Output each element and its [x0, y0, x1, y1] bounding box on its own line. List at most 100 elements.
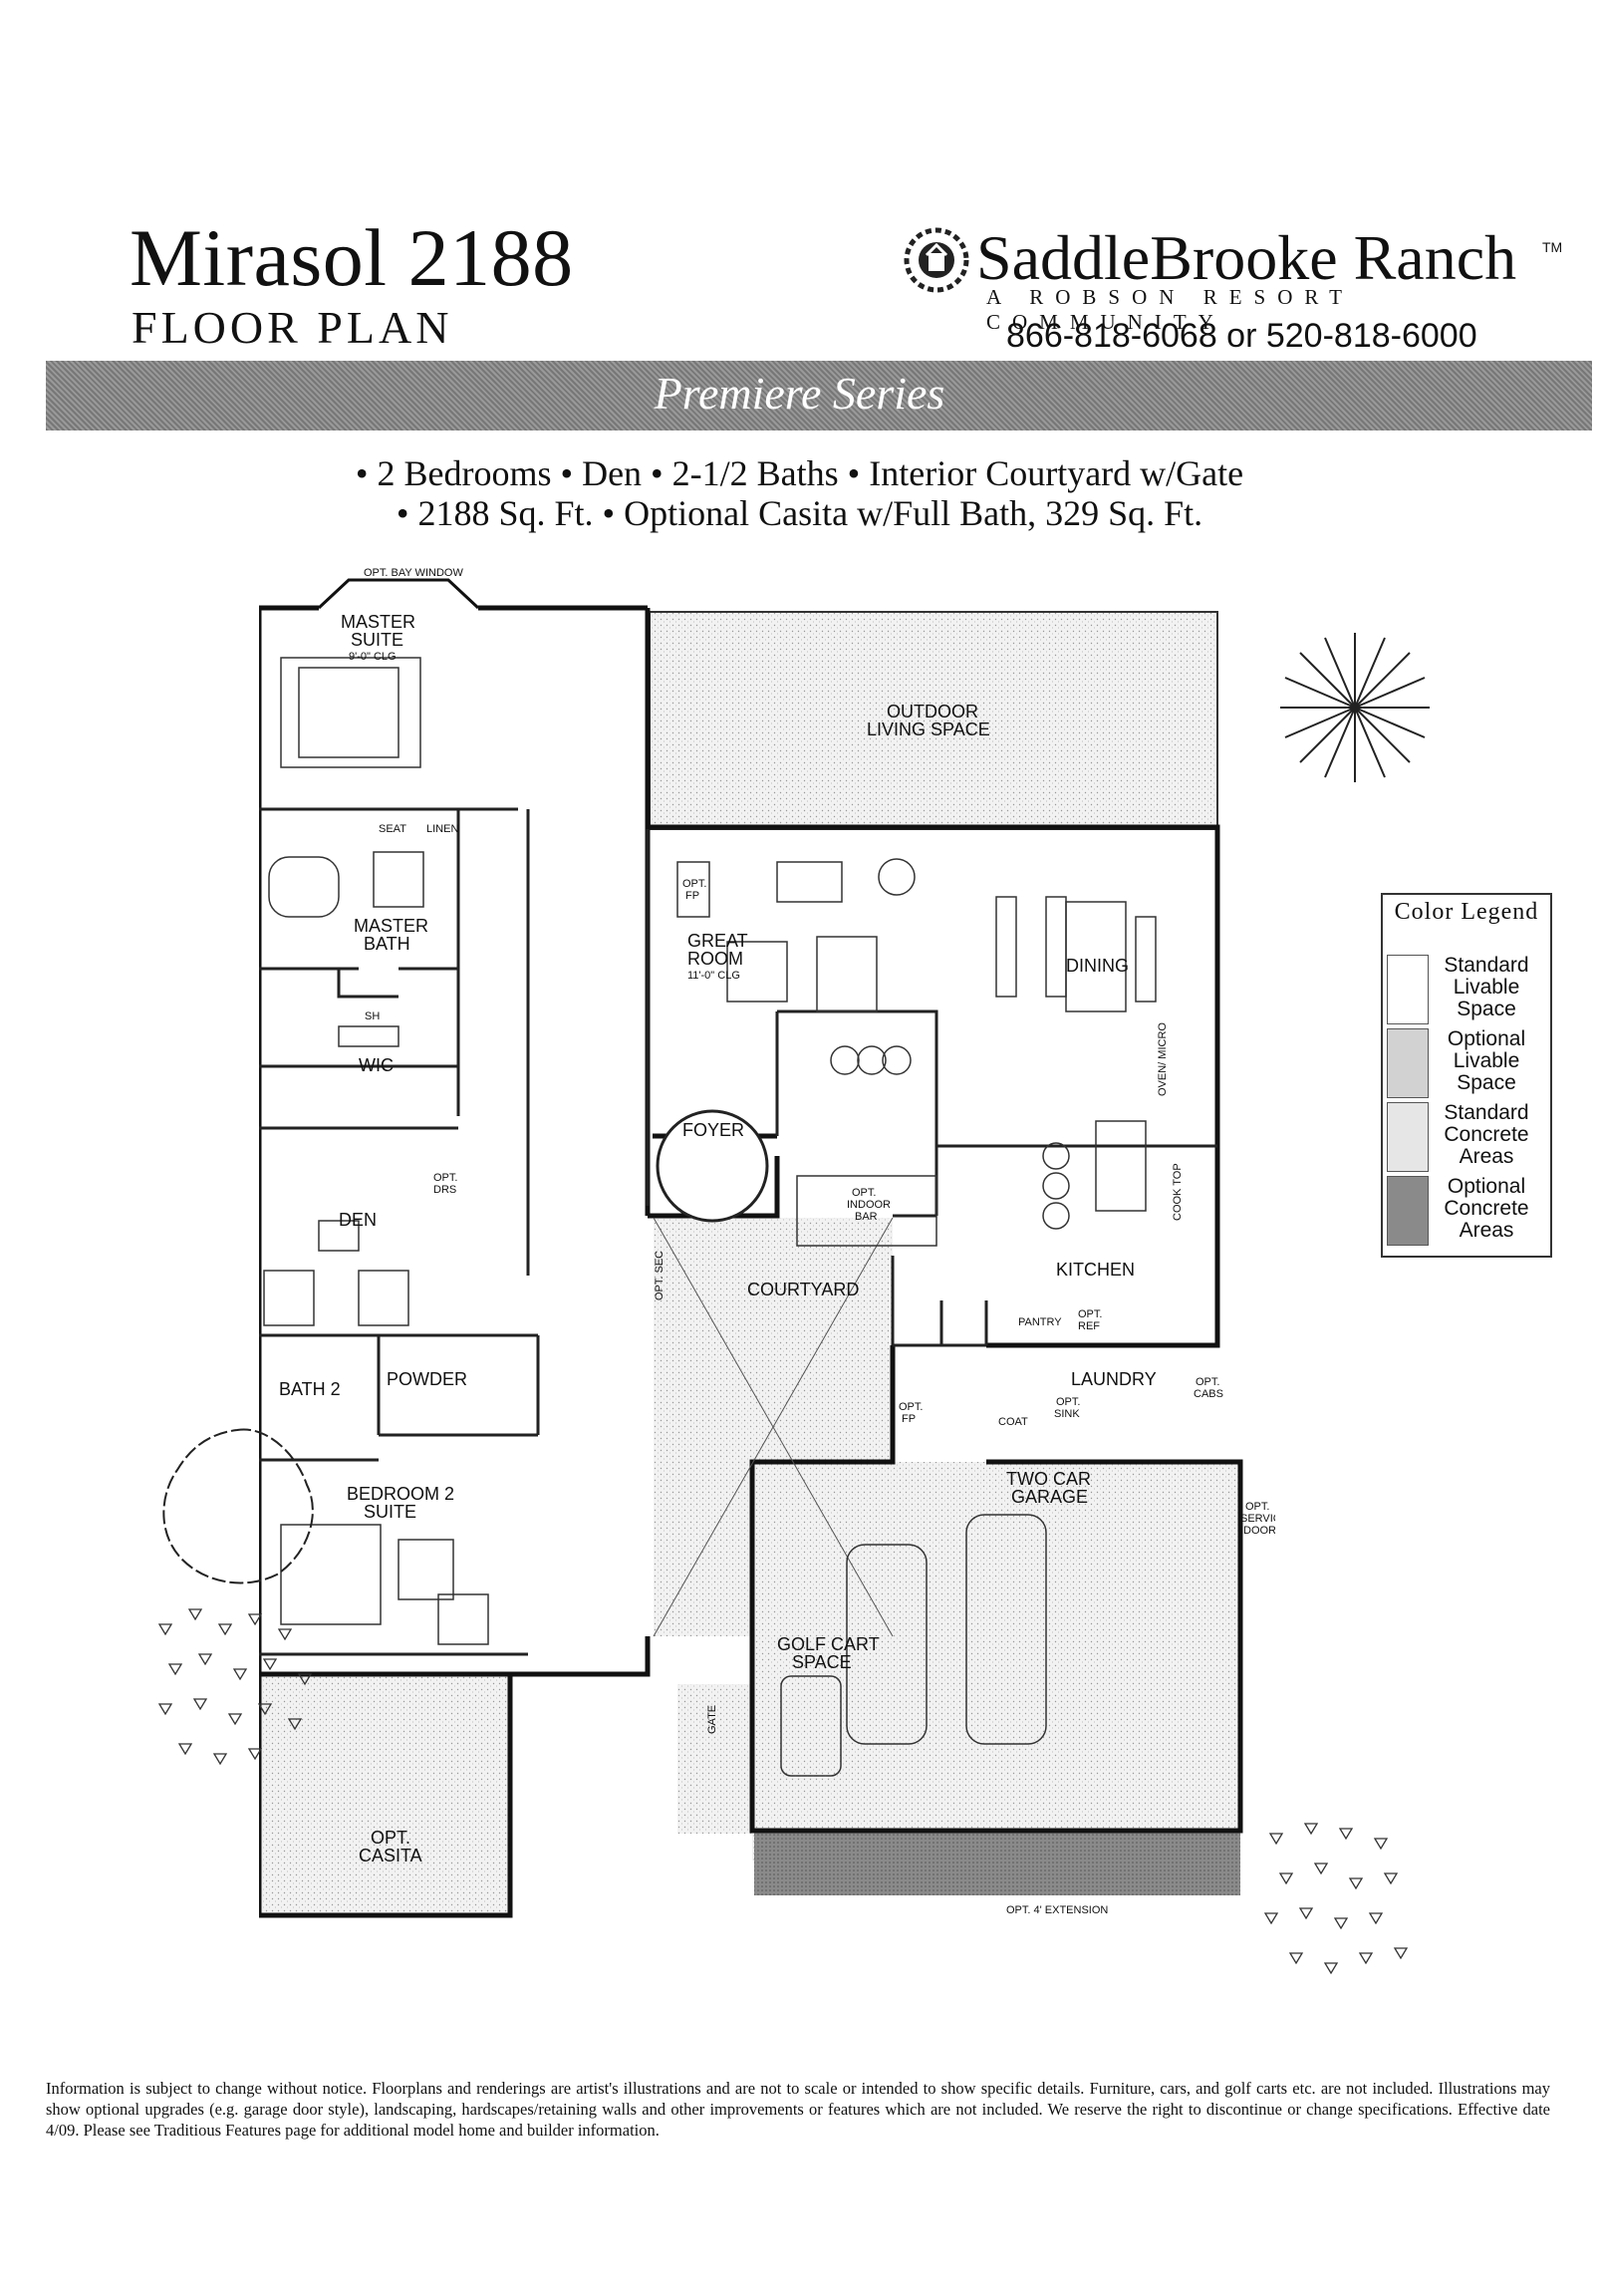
- label-opt-bar-1: OPT.: [852, 1187, 876, 1199]
- label-sh: SH: [365, 1010, 380, 1022]
- label-two-car-1: TWO CAR: [1006, 1469, 1091, 1489]
- legend-label: Areas: [1459, 1145, 1514, 1168]
- label-opt-service-2: SERVICE: [1240, 1513, 1275, 1525]
- plan-title: Mirasol 2188: [130, 212, 574, 303]
- label-master-bath-2: BATH: [364, 934, 410, 954]
- legend-label: Optional: [1447, 1027, 1526, 1050]
- label-opt-bar-2: INDOOR: [847, 1199, 891, 1211]
- label-powder: POWDER: [387, 1369, 467, 1389]
- label-master-clg: 9'-0" CLG: [349, 651, 397, 663]
- brand-tagline: A ROBSON RESORT COMMUNITY: [986, 285, 1354, 334]
- driveway-path: [677, 1684, 752, 1834]
- legend-swatch: [1387, 1028, 1429, 1098]
- outdoor-living-area: [649, 611, 1218, 830]
- label-opt-cabs-2: CABS: [1194, 1388, 1223, 1400]
- legend-label: Concrete: [1444, 1123, 1529, 1146]
- label-golf-cart-2: SPACE: [792, 1652, 852, 1672]
- foyer-rotunda: [656, 1109, 769, 1223]
- label-opt-fp-2: FP: [685, 890, 699, 902]
- label-bedroom2-1: BEDROOM 2: [347, 1484, 454, 1504]
- label-opt-fp2-2: FP: [902, 1413, 916, 1425]
- interior-walls: [259, 807, 1217, 1656]
- palm-tree-icon: [1280, 633, 1430, 782]
- legend-label: Space: [1457, 998, 1516, 1020]
- label-linen: LINEN: [426, 823, 458, 835]
- label-opt-service-3: DOOR: [1243, 1525, 1275, 1537]
- label-bath-2: BATH 2: [279, 1379, 341, 1399]
- bay-window: [317, 578, 480, 610]
- legend-swatch: [1387, 1176, 1429, 1246]
- legend-label: Livable: [1453, 976, 1520, 999]
- label-opt-bar-3: BAR: [855, 1211, 878, 1223]
- label-bedroom2-2: SUITE: [364, 1502, 416, 1522]
- legend-swatch: [1387, 955, 1429, 1024]
- brand-trademark: TM: [1542, 239, 1563, 255]
- label-opt-sec-left: OPT. SEC: [654, 1251, 666, 1300]
- series-title: Premiere Series: [654, 368, 945, 419]
- label-dining: DINING: [1066, 956, 1129, 976]
- plan-subtitle: FLOOR PLAN: [132, 302, 453, 353]
- label-opt-service-1: OPT.: [1245, 1501, 1269, 1513]
- label-opt-fp2-1: OPT.: [899, 1401, 923, 1413]
- label-opt-fp-1: OPT.: [682, 878, 706, 890]
- label-casita-1: OPT.: [371, 1828, 410, 1848]
- label-outdoor-2: LIVING SPACE: [867, 719, 990, 739]
- label-opt-bay-window: OPT. BAY WINDOW: [364, 567, 463, 579]
- label-master-bath-1: MASTER: [354, 916, 428, 936]
- legend-title: Color Legend: [1394, 899, 1539, 925]
- label-oven-micro: OVEN/ MICRO: [1157, 1022, 1169, 1096]
- label-extension: OPT. 4' EXTENSION: [1006, 1904, 1108, 1916]
- garage-area: [752, 1462, 1240, 1861]
- label-great-room-2: ROOM: [687, 949, 743, 969]
- label-cook-top: COOK TOP: [1172, 1163, 1184, 1221]
- features-line-2: • 2188 Sq. Ft. • Optional Casita w/Full …: [396, 493, 1203, 533]
- label-kitchen: KITCHEN: [1056, 1260, 1135, 1280]
- legend-label: Concrete: [1444, 1197, 1529, 1220]
- label-opt-drs-2: DRS: [433, 1184, 456, 1196]
- furniture: [263, 657, 1157, 1777]
- label-foyer: FOYER: [682, 1120, 744, 1140]
- brand-logo-icon: [904, 227, 969, 293]
- exterior-walls: [259, 605, 1243, 1918]
- label-great-room-1: GREAT: [687, 931, 748, 951]
- legend-label: Areas: [1459, 1219, 1514, 1242]
- legend-label: Standard: [1444, 1101, 1529, 1124]
- casita-area: [259, 1676, 510, 1915]
- label-opt-drs-1: OPT.: [433, 1172, 457, 1184]
- label-wic: WIC: [359, 1055, 394, 1075]
- shrub-icon: [157, 1608, 313, 1766]
- label-master-suite: MASTER: [341, 612, 415, 632]
- legend-label: Space: [1457, 1071, 1516, 1094]
- label-opt-ref-2: REF: [1078, 1320, 1100, 1332]
- legend-label: Standard: [1444, 954, 1529, 977]
- series-banner: [46, 361, 1592, 430]
- label-coat: COAT: [998, 1416, 1028, 1428]
- legend-swatch: [1387, 1102, 1429, 1172]
- features-line-1: • 2 Bedrooms • Den • 2-1/2 Baths • Inter…: [355, 453, 1244, 493]
- label-opt-sink-2: SINK: [1054, 1408, 1080, 1420]
- label-den: DEN: [339, 1210, 377, 1230]
- disclaimer-text: Information is subject to change without…: [46, 2079, 1550, 2140]
- label-courtyard: COURTYARD: [747, 1280, 859, 1299]
- label-opt-sink-1: OPT.: [1056, 1396, 1080, 1408]
- brand-name: SaddleBrooke Ranch: [976, 222, 1517, 293]
- label-outdoor-1: OUTDOOR: [887, 702, 978, 721]
- label-two-car-2: GARAGE: [1011, 1487, 1088, 1507]
- label-gate: GATE: [706, 1705, 718, 1734]
- shrub-icon: [1263, 1823, 1409, 1975]
- round-tree-icon: [162, 1428, 314, 1584]
- label-pantry: PANTRY: [1018, 1316, 1062, 1328]
- label-golf-cart-1: GOLF CART: [777, 1634, 880, 1654]
- legend-label: Livable: [1453, 1049, 1520, 1072]
- label-opt-cabs-1: OPT.: [1196, 1376, 1219, 1388]
- extension-area: [754, 1831, 1240, 1895]
- label-seat: SEAT: [379, 823, 406, 835]
- label-master-suite-2: SUITE: [351, 630, 403, 650]
- label-laundry: LAUNDRY: [1071, 1369, 1157, 1389]
- floor-plan: OPT. BAY WINDOW MASTER SUITE 9'-0" CLG O…: [259, 567, 1275, 1918]
